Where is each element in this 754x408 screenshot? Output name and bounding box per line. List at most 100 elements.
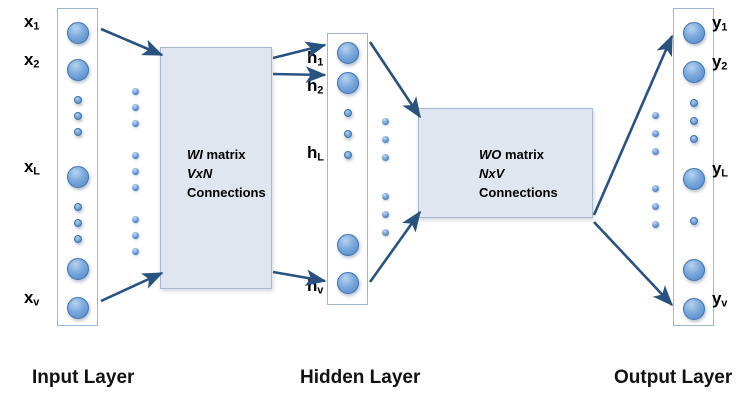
input-label-x2-base: x: [24, 50, 34, 69]
input-label-xv-base: x: [24, 288, 34, 307]
output-label-yv-base: y: [712, 289, 722, 308]
input-node-x2: [67, 59, 89, 81]
input-label-x1: x1: [24, 12, 39, 32]
input-node-xv: [67, 297, 89, 319]
wo-matrix-box: WO matrix NxV Connections: [418, 108, 593, 218]
hidden-label-hv-base: h: [307, 276, 318, 295]
input-connector-dot: [132, 184, 139, 191]
output-node-yv: [683, 298, 705, 320]
arrow-input-top-to-wi: [100, 27, 164, 57]
wi-matrix-line1-rest: matrix: [202, 147, 246, 162]
output-node-y2: [683, 61, 705, 83]
output-label-y1-base: y: [712, 13, 722, 32]
wi-matrix-line3: Connections: [187, 185, 266, 200]
input-label-x2-sub: 2: [33, 58, 40, 71]
output-label-yv: yv: [712, 289, 727, 309]
input-label-x1-base: x: [24, 12, 34, 31]
hidden-connector-dot: [382, 136, 389, 143]
wo-matrix-line1-rest: matrix: [501, 147, 545, 162]
input-ellipsis-dot: [74, 96, 82, 104]
output-connector-dot: [652, 148, 659, 155]
hidden-node-penultimate: [337, 234, 359, 256]
input-label-xL-base: x: [24, 157, 34, 176]
output-connector-dot: [652, 112, 659, 119]
output-connector-dot: [652, 221, 659, 228]
hidden-label-h2-base: h: [307, 76, 318, 95]
input-label-xL-sub: L: [33, 165, 40, 178]
wo-matrix-line2: NxV: [479, 166, 505, 181]
output-label-yL-sub: L: [721, 167, 728, 180]
output-layer-column: [673, 8, 714, 326]
output-label-yL: yL: [712, 159, 728, 179]
hidden-ellipsis-dot: [344, 151, 352, 159]
input-node-x1: [67, 22, 89, 44]
output-label-y1-sub: 1: [721, 21, 728, 34]
input-label-xv: xv: [24, 288, 39, 308]
wi-matrix-box: WI matrix VxN Connections: [160, 47, 272, 289]
hidden-label-h1-base: h: [307, 48, 318, 67]
input-node-xL: [67, 166, 89, 188]
output-connector-dot: [652, 203, 659, 210]
wi-matrix-text: WI matrix VxN Connections: [187, 145, 266, 202]
input-layer-column: [57, 8, 98, 326]
arrow-input-bottom-to-wi: [100, 271, 164, 303]
caption-output-layer: Output Layer: [614, 367, 733, 388]
output-ellipsis-dot: [690, 117, 698, 125]
arrow-hidden-top-to-wo: [368, 41, 422, 119]
output-label-y1: y1: [712, 13, 727, 33]
wi-matrix-line2: VxN: [187, 166, 213, 181]
output-label-y2: y2: [712, 52, 727, 72]
input-connector-dot: [132, 216, 139, 223]
wi-matrix-name: WI: [187, 147, 203, 162]
caption-input-layer: Input Layer: [32, 367, 135, 388]
hidden-connector-dot: [382, 229, 389, 236]
wo-matrix-text: WO matrix NxV Connections: [479, 145, 558, 202]
hidden-label-h2: h2: [307, 76, 323, 96]
wi-matrix-line1: WI matrix: [187, 145, 266, 164]
input-label-xL: xL: [24, 157, 40, 177]
input-connector-dot: [132, 104, 139, 111]
input-label-x2: x2: [24, 50, 39, 70]
input-connector-dot: [132, 168, 139, 175]
input-label-xv-sub: v: [33, 296, 40, 309]
hidden-label-h2-sub: 2: [317, 84, 324, 97]
arrow-hidden-bottom-to-wo: [368, 210, 422, 283]
output-node-penultimate: [683, 259, 705, 281]
hidden-node-h1: [337, 42, 359, 64]
hidden-ellipsis-dot: [344, 130, 352, 138]
output-connector-dot: [652, 185, 659, 192]
input-connector-dot: [132, 248, 139, 255]
hidden-label-hL: hL: [307, 143, 324, 163]
hidden-layer-column: [327, 33, 368, 305]
output-ellipsis-dot: [690, 217, 698, 225]
arrow-wi-to-hidden-second: [272, 66, 327, 83]
hidden-label-h1: h1: [307, 48, 323, 68]
hidden-label-hL-base: h: [307, 143, 318, 162]
output-label-y2-base: y: [712, 52, 722, 71]
caption-hidden-layer: Hidden Layer: [300, 367, 421, 388]
arrow-wo-to-output-bottom: [593, 221, 674, 307]
input-label-x1-sub: 1: [33, 20, 40, 33]
output-label-y2-sub: 2: [721, 60, 728, 73]
hidden-label-h1-sub: 1: [317, 56, 324, 69]
hidden-connector-dot: [382, 154, 389, 161]
hidden-connector-dot: [382, 193, 389, 200]
output-label-yL-base: y: [712, 159, 722, 178]
output-label-yv-sub: v: [721, 297, 728, 310]
hidden-ellipsis-dot: [344, 109, 352, 117]
input-ellipsis-dot: [74, 235, 82, 243]
input-ellipsis-dot: [74, 128, 82, 136]
output-ellipsis-dot: [690, 99, 698, 107]
hidden-connector-dot: [382, 211, 389, 218]
input-connector-dot: [132, 120, 139, 127]
output-node-yL: [683, 168, 705, 190]
input-node-penultimate: [67, 258, 89, 280]
hidden-node-hv: [337, 272, 359, 294]
input-connector-dot: [132, 88, 139, 95]
wo-matrix-line3: Connections: [479, 185, 558, 200]
input-ellipsis-dot: [74, 203, 82, 211]
hidden-label-hL-sub: L: [317, 151, 324, 164]
wo-matrix-name: WO: [479, 147, 502, 162]
hidden-label-hv: hv: [307, 276, 323, 296]
